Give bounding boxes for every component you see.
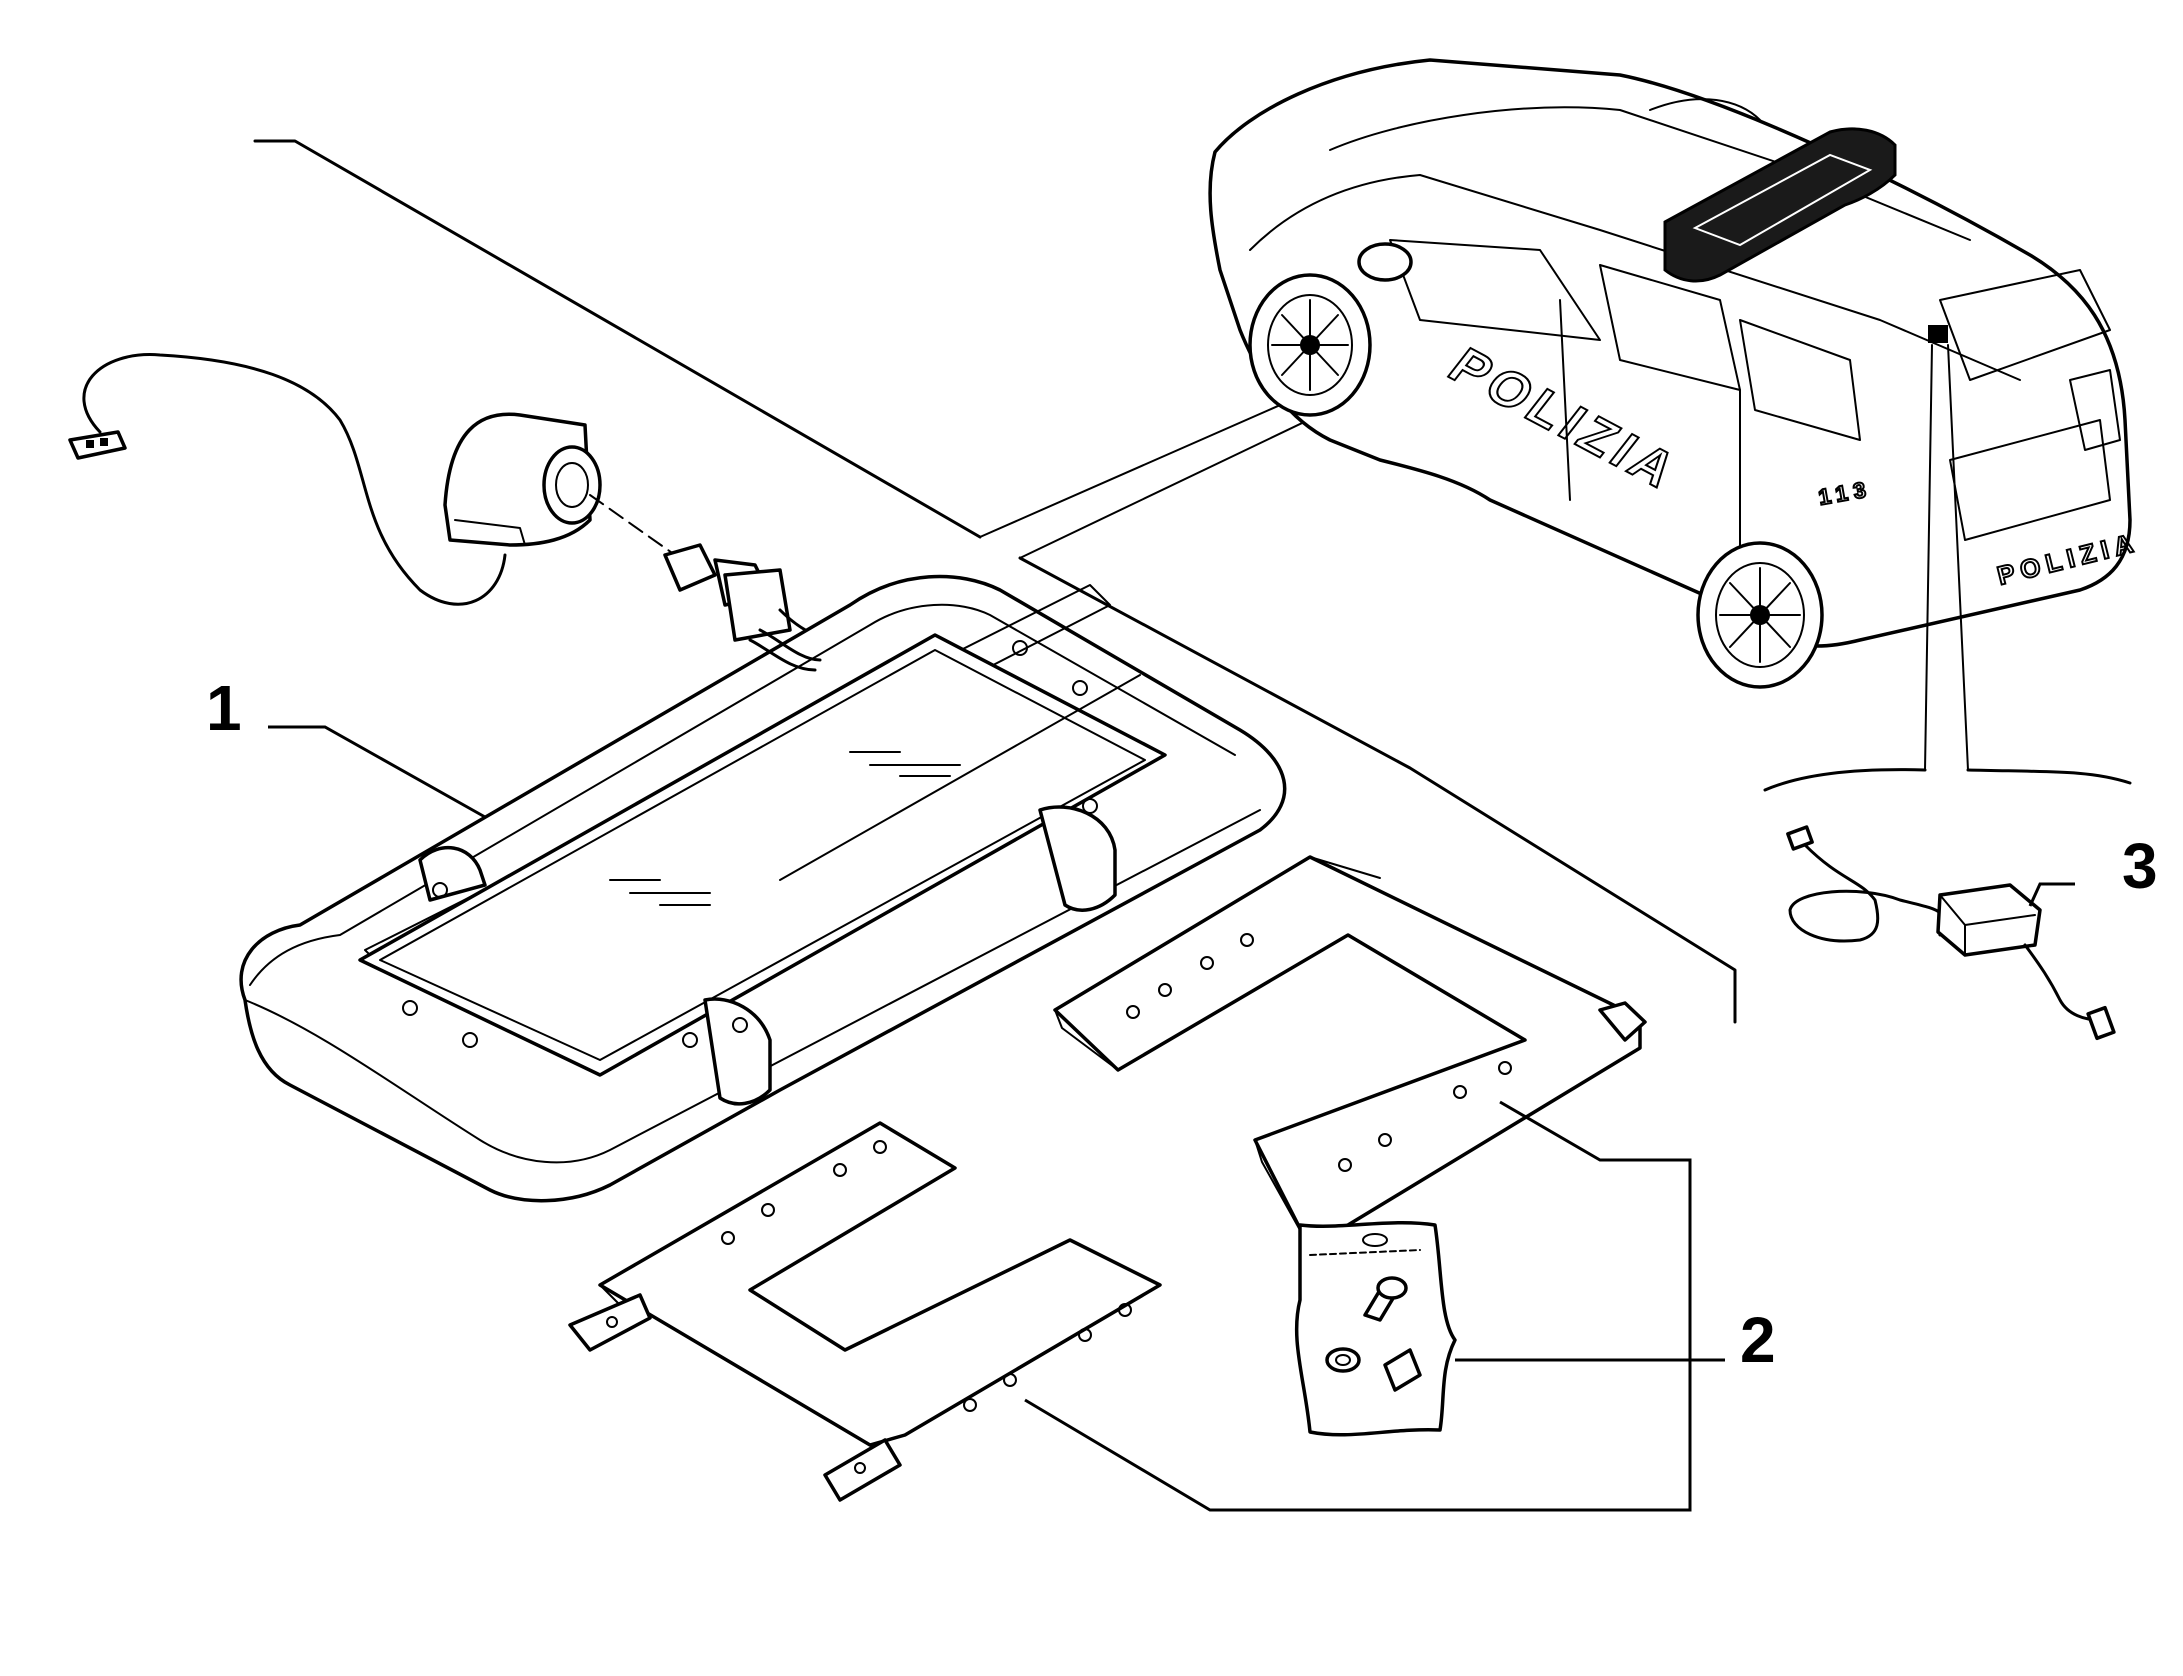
part-3-control-module — [1786, 825, 2116, 1041]
rear-wheel — [1696, 541, 1824, 689]
front-wheel — [1248, 273, 1372, 417]
plug-connector — [663, 543, 842, 642]
part-2-fastener-kit — [1294, 1221, 1457, 1437]
part-1-light-bar — [239, 574, 1287, 1203]
harness-plug-connector — [68, 430, 127, 460]
callout-3: 3 — [2122, 830, 2158, 902]
part-2-lower-bracket — [568, 1121, 1162, 1502]
roof-light-bar-mounted — [1663, 127, 1897, 283]
part-2-upper-bracket — [1053, 855, 1647, 1250]
leader-lines — [268, 725, 2075, 1512]
control-module-box — [1936, 883, 2042, 957]
roof-control-box — [1928, 325, 1948, 343]
part-3-frame — [1763, 344, 2132, 792]
harness-socket-housing — [443, 412, 602, 547]
callout-1: 1 — [206, 672, 242, 744]
callout-2: 2 — [1740, 1304, 1776, 1376]
police-vehicle: POLIZIA POLIZIA 113 — [1208, 58, 2143, 689]
light-bar-harness — [68, 353, 842, 642]
